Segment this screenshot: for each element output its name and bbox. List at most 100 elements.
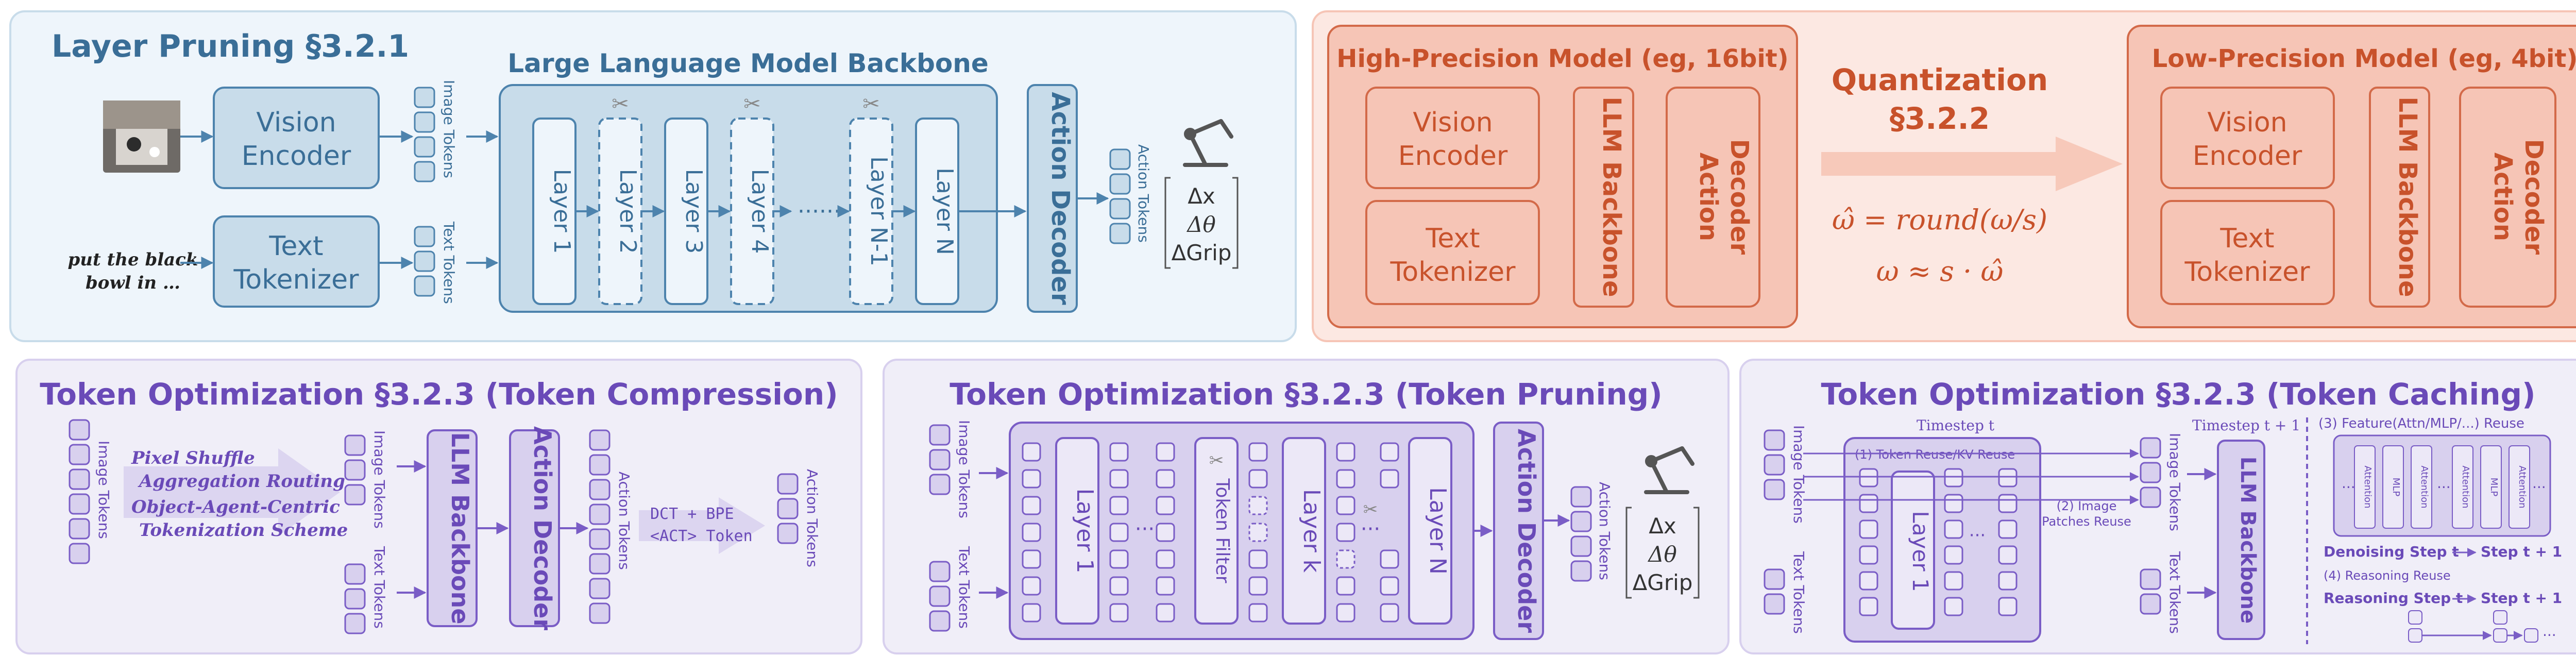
- quantization-formula-1: ω̂ = round(ω/s): [1832, 204, 2047, 236]
- hp-action-decoder-1: Action: [1694, 153, 1723, 241]
- token-cell: [1998, 494, 2018, 513]
- token-cell: [1998, 597, 2018, 616]
- cache-image-tokens-label: Image Tokens: [1790, 425, 1807, 524]
- scissors-icon: ✂: [862, 92, 880, 116]
- tc-action-tokens-label: Action Tokens: [616, 472, 633, 570]
- token-cell: [1380, 603, 1399, 623]
- tp-text-tokens-label: Text Tokens: [956, 546, 973, 629]
- token-cell: [1109, 469, 1129, 489]
- tp-layer-n-box: [1408, 437, 1452, 625]
- token-cell: [1998, 571, 2018, 591]
- tp-layer-k-box: [1282, 437, 1326, 625]
- cache-llm-backbone-label: LLM Backbone: [2236, 457, 2260, 624]
- cache-timestep-t: Timestep t: [1917, 417, 1995, 434]
- vision-encoder-label-1: Vision: [256, 107, 336, 138]
- cache-image-tokens: [1764, 429, 1785, 500]
- lp-action-decoder-box: [2459, 87, 2556, 308]
- token-cell: [1156, 442, 1175, 462]
- token-cell: [1109, 576, 1129, 596]
- vector-bracket-right: [1693, 507, 1700, 599]
- action-vec-dtheta: Δθ: [1186, 212, 1216, 237]
- token-cell: [1380, 549, 1399, 569]
- lp-text-tokenizer-1: Text: [2219, 223, 2274, 254]
- tp-image-tokens: [929, 424, 951, 495]
- action-token-column: [1109, 148, 1131, 244]
- tc-method-1: Pixel Shuffle: [131, 448, 255, 468]
- cache-token-grid: [1859, 468, 2018, 616]
- scene-image: [103, 100, 180, 173]
- cache-mlp-label-2: MLP: [2488, 478, 2499, 497]
- lp-vision-encoder-2: Encoder: [2193, 141, 2302, 172]
- hp-action-decoder-box: [1666, 87, 1760, 308]
- token-cell: [1022, 549, 1041, 569]
- token-cell: [1248, 549, 1268, 569]
- action-tokens-label: Action Tokens: [1135, 144, 1152, 243]
- token-cell: [1248, 523, 1268, 542]
- cache-image-tokens-label-t1: Image Tokens: [2166, 433, 2183, 531]
- quantization-title-1: Quantization: [1832, 62, 2048, 97]
- cache-layer-1-box: [1891, 471, 1935, 630]
- token-cell: [1248, 603, 1268, 623]
- layer-1-label: Layer 1: [549, 169, 575, 254]
- token-cell: [1156, 523, 1175, 542]
- instruction-line-1: put the black: [68, 249, 198, 270]
- cache-feature-dots-1: ···: [2342, 479, 2355, 496]
- tp-action-tokens-label: Action Tokens: [1596, 482, 1613, 580]
- tc-text-tokens: [344, 563, 366, 634]
- tp-action-vec-dx: Δx: [1649, 513, 1676, 539]
- cache-step-t1b: Step t + 1: [2481, 590, 2562, 607]
- cache-feature-reuse-label: (3) Feature(Attn/MLP/...) Reuse: [2318, 416, 2524, 431]
- tp-text-tokens: [929, 561, 951, 632]
- token-caching-title: Token Optimization §3.2.3 (Token Caching…: [1821, 377, 2535, 412]
- layer-n-1-label: Layer N-1: [866, 156, 892, 266]
- layer-stack: Layer 1 Layer 2 Layer 3 Layer 4 ······ L…: [532, 117, 959, 305]
- quantization-title-2: §3.2.2: [1890, 101, 1990, 136]
- tp-layer-k-label: Layer k: [1298, 489, 1325, 573]
- scissors-icon: ✂: [743, 92, 761, 116]
- hp-text-tokenizer-box: [1365, 200, 1540, 305]
- token-cell: [1156, 549, 1175, 569]
- lp-llm-backbone-box: [2369, 87, 2430, 308]
- token-pruning-title: Token Optimization §3.2.3 (Token Pruning…: [950, 377, 1662, 412]
- token-cell: [1022, 576, 1041, 596]
- token-cell: [1859, 468, 1878, 488]
- cache-image-patches-reuse-1: (2) Image: [2057, 499, 2117, 513]
- cache-kv-reuse-label: (1) Token Reuse/KV Reuse: [1855, 447, 2015, 462]
- token-cell: [1248, 496, 1268, 515]
- vector-bracket-left: [1625, 507, 1632, 599]
- token-cell: [1156, 469, 1175, 489]
- token-cell: [1859, 545, 1878, 565]
- scissors-icon: ✂: [1209, 450, 1224, 471]
- token-cell: [1859, 494, 1878, 513]
- tc-method-4: Tokenization Scheme: [139, 520, 348, 541]
- tc-image-tokens-label-2: Image Tokens: [371, 430, 388, 529]
- robot-arm-icon: [1644, 446, 1694, 494]
- action-vec-dgrip: ΔGrip: [1172, 240, 1232, 265]
- token-pruning-panel: Token Optimization §3.2.3 (Token Pruning…: [883, 359, 1730, 654]
- lp-text-tokenizer-2: Tokenizer: [2184, 257, 2310, 288]
- tc-action-tokens-label-2: Action Tokens: [804, 469, 821, 567]
- token-cell: [1380, 442, 1399, 462]
- token-cell: [1248, 576, 1268, 596]
- cache-feature-blocks: [2354, 445, 2530, 529]
- lp-llm-backbone-label: LLM Backbone: [2393, 96, 2422, 297]
- token-cell: [1336, 549, 1355, 569]
- cache-mlp-label-1: MLP: [2391, 478, 2401, 497]
- token-cell: [1022, 496, 1041, 515]
- token-cell: [1336, 442, 1355, 462]
- vector-bracket-left: [1164, 177, 1171, 269]
- token-compression-title: Token Optimization §3.2.3 (Token Compres…: [40, 377, 838, 412]
- high-precision-title: High-Precision Model (eg, 16bit): [1336, 44, 1788, 73]
- instruction-line-2: bowl in …: [86, 273, 180, 293]
- tp-action-tokens: [1570, 486, 1592, 582]
- text-tokens-label: Text Tokens: [440, 221, 457, 304]
- tc-compressed-image-tokens: [344, 434, 366, 506]
- text-tokenizer-label-1: Text: [268, 231, 323, 262]
- token-cell: [1944, 494, 1963, 513]
- cache-layer-1-label: Layer 1: [1908, 511, 1933, 592]
- hp-vision-encoder-box: [1365, 87, 1540, 189]
- tp-layer-1-box: [1055, 437, 1099, 625]
- vision-encoder-label-2: Encoder: [242, 141, 351, 172]
- token-cell: [1248, 442, 1268, 462]
